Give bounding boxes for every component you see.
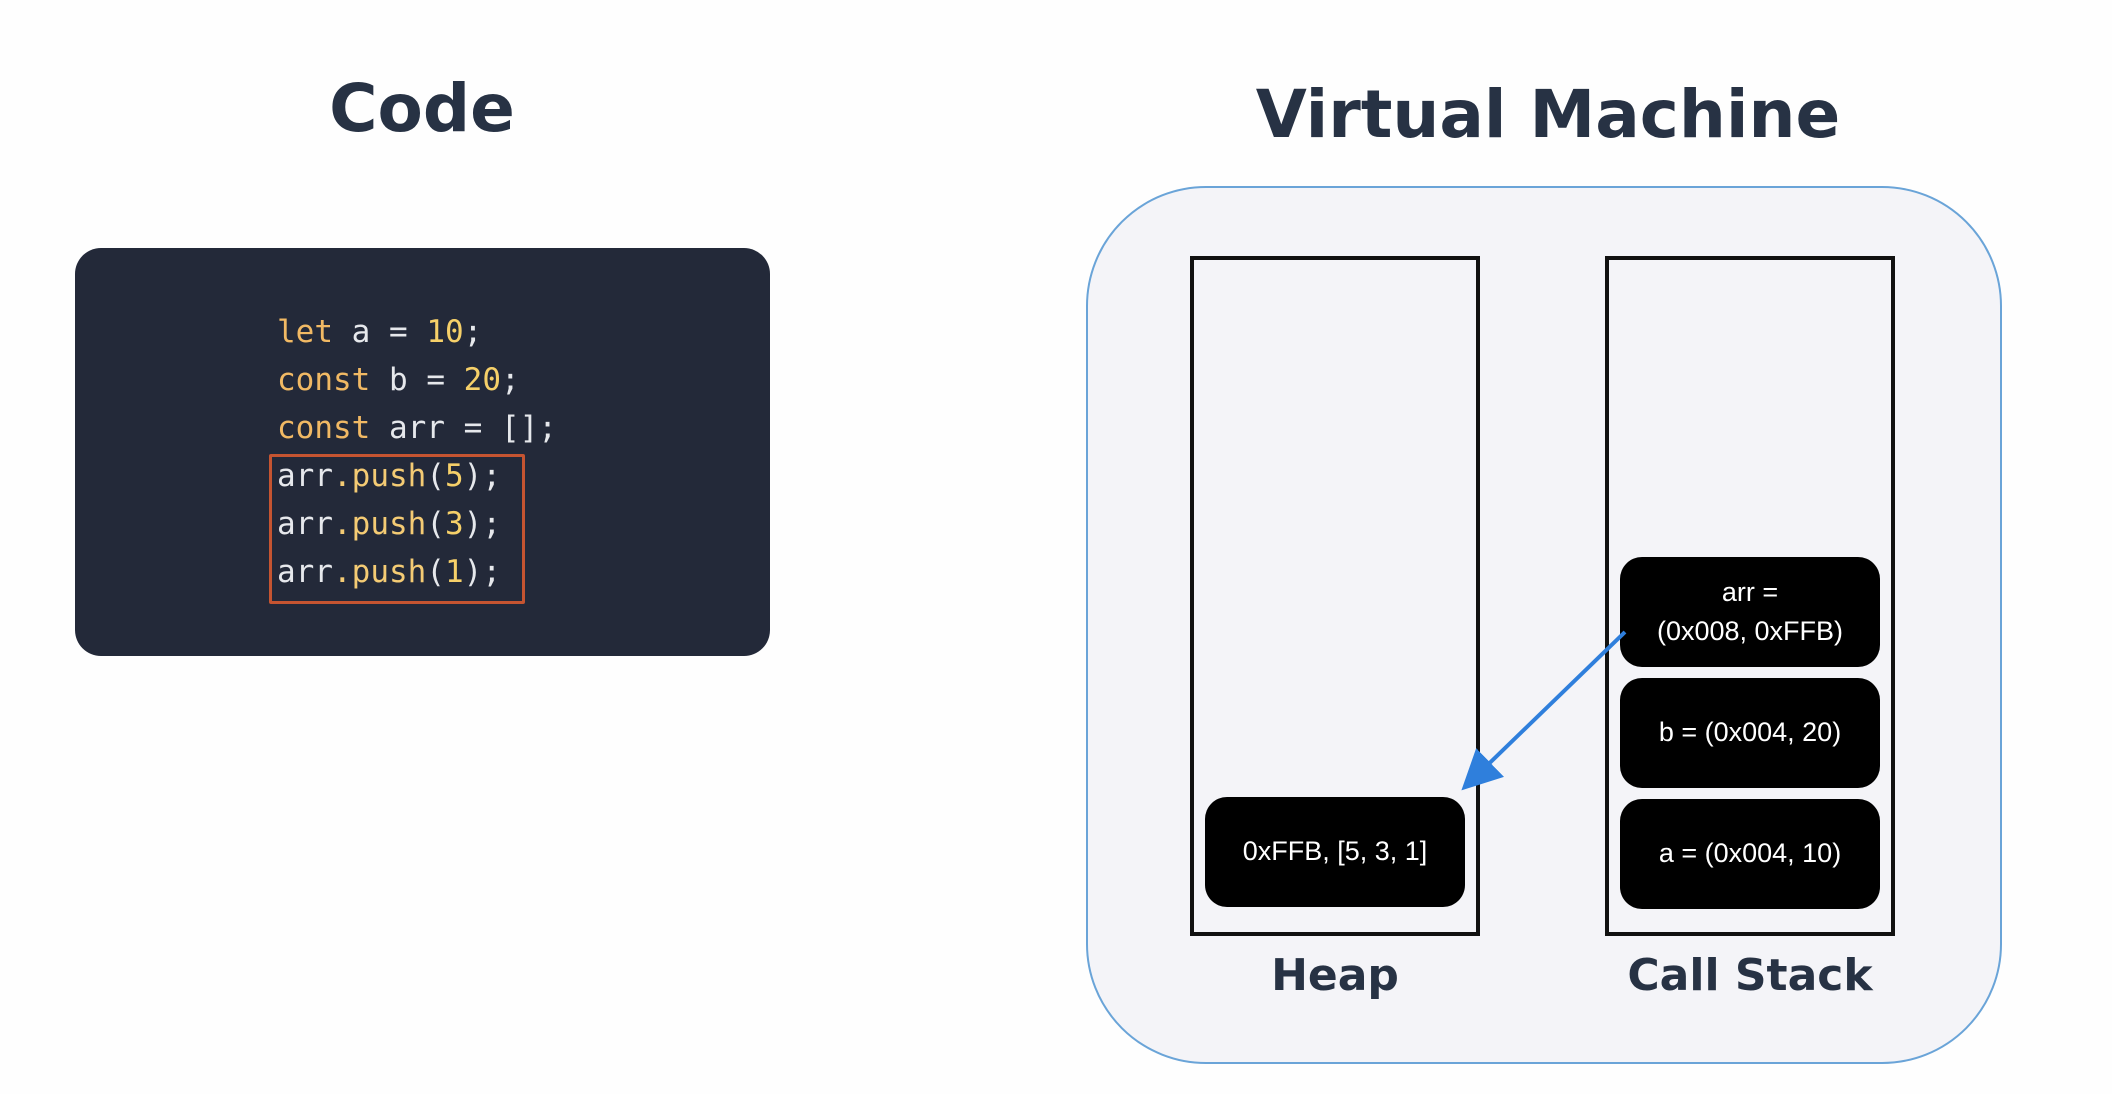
virtual-machine-title: Virtual Machine	[1255, 76, 1841, 153]
code-line: arr.push(3);	[277, 500, 557, 548]
code-line: const b = 20;	[277, 356, 557, 404]
code-token: (	[426, 458, 445, 494]
code-token: const	[277, 410, 371, 446]
code-token: arr	[277, 554, 333, 590]
code-token: arr	[277, 506, 333, 542]
code-token: );	[463, 554, 501, 590]
code-token: );	[463, 458, 501, 494]
heap-column	[1190, 256, 1480, 936]
heap-cell: 0xFFB, [5, 3, 1]	[1205, 797, 1465, 907]
call-stack-column	[1605, 256, 1895, 936]
code-token: ;	[500, 362, 520, 398]
code-token: );	[463, 506, 501, 542]
code-token: b =	[370, 362, 464, 398]
stack-cell-b: b = (0x004, 20)	[1620, 678, 1880, 788]
stack-cell-a: a = (0x004, 10)	[1620, 799, 1880, 909]
stack-cell-arr-line2: (0x008, 0xFFB)	[1656, 616, 1844, 646]
code-title: Code	[329, 70, 515, 147]
code-token: .	[333, 554, 352, 590]
highlight-box	[269, 454, 525, 604]
code-token: (	[426, 554, 445, 590]
code-token: arr = [];	[370, 410, 557, 446]
code-token: .	[333, 506, 352, 542]
code-line: const arr = [];	[277, 404, 557, 452]
call-stack-label: Call Stack	[1627, 950, 1873, 1001]
code-token: push	[351, 458, 427, 494]
code-token: let	[277, 314, 333, 350]
code-token: 1	[445, 554, 464, 590]
code-panel: let a = 10;const b = 20;const arr = [];a…	[75, 248, 770, 656]
code-token: arr	[277, 458, 333, 494]
stack-cell-arr: arr = (0x008, 0xFFB)	[1620, 557, 1880, 667]
code-token: 10	[426, 314, 464, 350]
code-token: a =	[333, 314, 427, 350]
code-token: 3	[445, 506, 464, 542]
code-token: push	[351, 554, 427, 590]
code-line: let a = 10;	[277, 308, 557, 356]
stack-cell-arr-line1: arr =	[1721, 576, 1779, 607]
code-token: 20	[463, 362, 501, 398]
code-token: ;	[463, 314, 483, 350]
heap-label: Heap	[1271, 950, 1399, 1001]
code-token: 5	[445, 458, 464, 494]
code-token: const	[277, 362, 371, 398]
code-line: arr.push(1);	[277, 548, 557, 596]
code-token: push	[351, 506, 427, 542]
code-line: arr.push(5);	[277, 452, 557, 500]
code-token: (	[426, 506, 445, 542]
code-lines: let a = 10;const b = 20;const arr = [];a…	[277, 308, 557, 596]
code-token: .	[333, 458, 352, 494]
